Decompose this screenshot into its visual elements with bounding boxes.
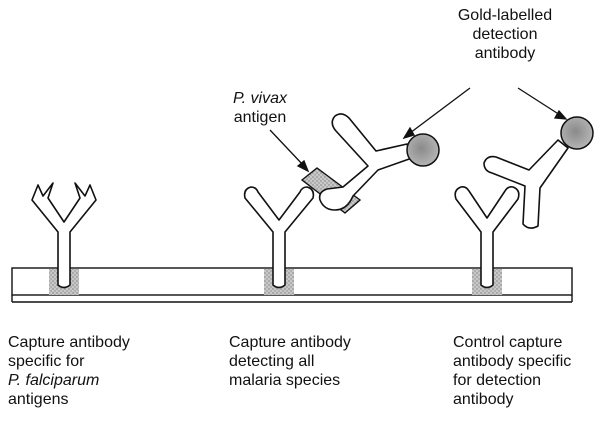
label-capture-antibody-falciparum: Capture antibody specific for P. falcipa…	[8, 333, 130, 409]
label-capture-antibody-all-species: Capture antibody detecting all malaria s…	[229, 333, 351, 390]
label-gold-labelled-detection-antibody: Gold-labelled detection antibody	[440, 6, 570, 63]
detection-antibody-bound	[320, 114, 412, 210]
gold-particle-free	[561, 117, 593, 149]
gold-particle-bound	[407, 134, 439, 166]
label-vivax-antigen: P. vivax antigen	[220, 89, 300, 127]
label-control-capture-antibody: Control capture antibody specific for de…	[453, 333, 571, 409]
